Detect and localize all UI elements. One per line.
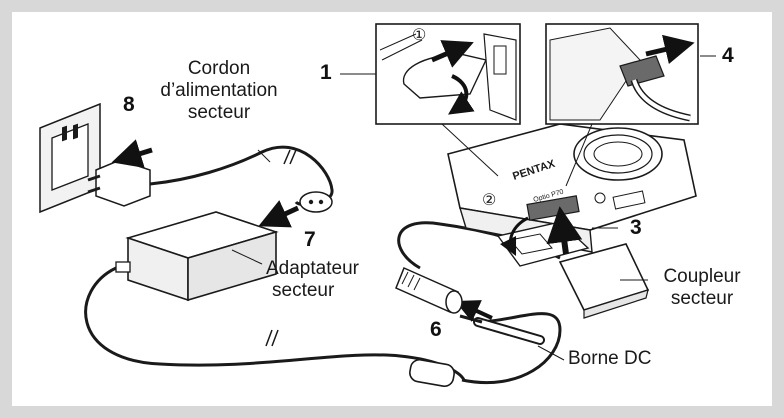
sub-step-2-marker: ② <box>482 192 497 209</box>
ac-adapter <box>115 211 279 302</box>
inset-open-cover <box>375 23 521 125</box>
step-6-arrow <box>455 300 493 322</box>
step-2-arrow <box>499 216 529 257</box>
inset-4-leader <box>565 123 593 187</box>
cord-connector <box>299 191 333 213</box>
dc-terminal-label: Borne DC <box>568 348 652 369</box>
step-1-number: 1 <box>320 61 332 84</box>
dc-coupler-label: Coupleur secteur <box>663 266 741 309</box>
cord-break-mark <box>283 149 297 165</box>
dc-terminal-leader <box>537 345 565 361</box>
power-cord-label: Cordon d’alimentation secteur <box>160 58 278 123</box>
step-7-arrow <box>258 200 300 228</box>
step-3-arrow <box>546 206 583 255</box>
step-4-number: 4 <box>722 44 734 67</box>
ac-adapter-label: Adaptateur secteur <box>266 258 359 301</box>
step-8-number: 8 <box>123 93 135 116</box>
step-8-arrow <box>111 139 153 168</box>
sub-step-1-marker: ① <box>412 27 427 44</box>
inset-cable-route <box>545 23 699 125</box>
dc-coupler <box>558 243 650 319</box>
dc-coupler-jack <box>395 266 463 314</box>
cord-leader <box>257 149 271 163</box>
cable-break-mark <box>265 329 279 347</box>
wall-outlet <box>39 102 101 214</box>
step-6-number: 6 <box>430 318 442 341</box>
step-3-number: 3 <box>630 216 642 239</box>
inset-1-leader <box>441 123 499 177</box>
ferrite-core <box>409 358 455 388</box>
adapter-leader <box>231 249 263 265</box>
step-7-number: 7 <box>304 228 316 251</box>
